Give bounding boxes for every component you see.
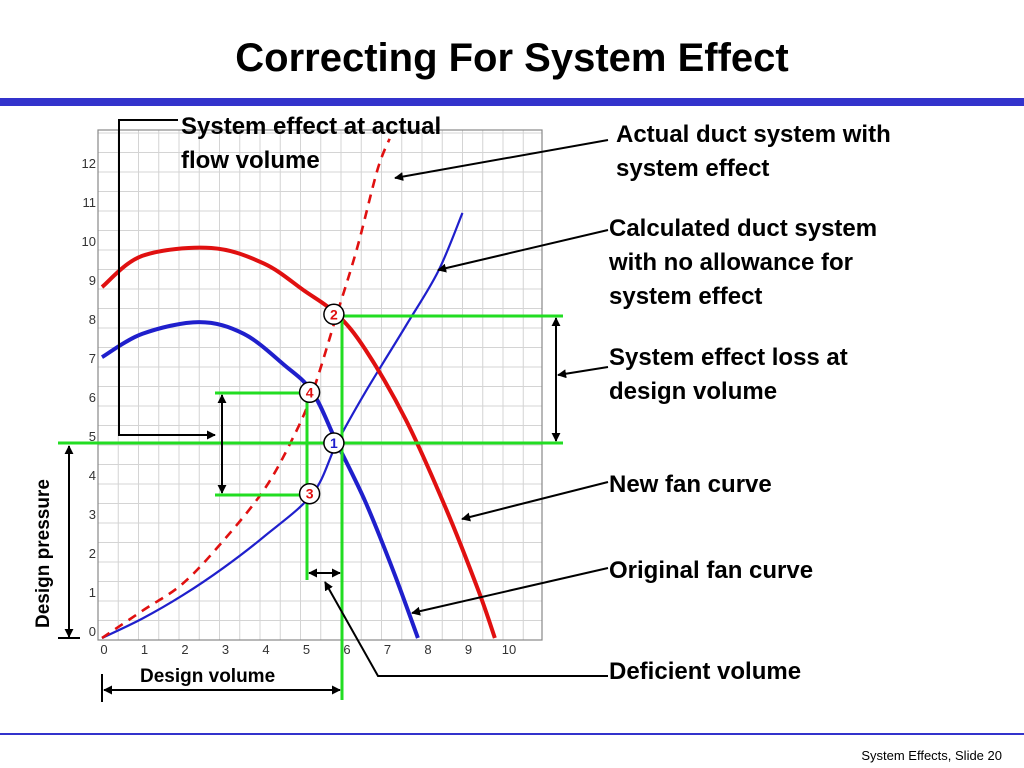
- deficient-volume-arrow: [324, 581, 608, 677]
- label-actual-duct: Actual duct system with system effect: [616, 121, 891, 182]
- point-marker-1: [323, 432, 345, 454]
- point-label-4: 4: [306, 384, 314, 400]
- y-tick-label: 11: [83, 195, 97, 210]
- x-tick-label: 4: [262, 642, 269, 657]
- new-fan-arrow: [461, 481, 609, 522]
- x-tick-label: 2: [181, 642, 188, 657]
- guide-lines: [58, 314, 563, 700]
- y-tick-label: 4: [89, 468, 96, 483]
- chart-grid: [97, 129, 543, 641]
- title-rule: [0, 98, 1024, 106]
- curves: [100, 138, 497, 640]
- point-label-2: 2: [330, 306, 338, 322]
- actual-duct-curve: [101, 138, 391, 640]
- label-new-fan-curve: New fan curve: [609, 471, 772, 498]
- original-fan-arrow: [411, 567, 609, 616]
- x-tick-label: 3: [222, 642, 229, 657]
- label-original-fan-curve: Original fan curve: [609, 557, 814, 584]
- original-fan-curve: [100, 320, 420, 639]
- y-tick-label: 7: [89, 351, 96, 366]
- y-tick-label: 1: [89, 585, 96, 600]
- plot-frame: [97, 129, 543, 641]
- label-design-volume: Design volume: [140, 666, 276, 687]
- footer-rule: [0, 733, 1024, 735]
- point-marker-3: [298, 482, 321, 505]
- y-tick-label: 3: [89, 507, 96, 522]
- x-tick-label: 0: [100, 642, 107, 657]
- point-markers: 1 2 3 4: [298, 303, 345, 505]
- point-label-1: 1: [330, 435, 338, 451]
- y-tick-label: 9: [89, 273, 96, 288]
- calculated-duct-arrow: [437, 229, 609, 273]
- y-tick-label: 8: [89, 312, 96, 327]
- point-marker-4: [298, 381, 321, 404]
- x-tick-label: 6: [343, 642, 350, 657]
- x-tick-label: 5: [303, 642, 310, 657]
- x-tick-label: 7: [384, 642, 391, 657]
- y-tick-label: 0: [89, 624, 96, 639]
- y-tick-label: 2: [89, 546, 96, 561]
- system-effect-loss-arrow: [557, 366, 609, 379]
- x-tick-label: 1: [141, 642, 148, 657]
- slide-footer: System Effects, Slide 20: [861, 748, 1002, 763]
- x-tick-label: 10: [502, 642, 516, 657]
- y-tick-label: 10: [82, 234, 96, 249]
- label-calculated-duct: Calculated duct system with no allowance…: [609, 215, 878, 310]
- label-system-effect-actual: System effect at actual flow volume: [181, 113, 442, 174]
- system-effect-actual-arrow: [118, 119, 216, 440]
- x-tick-label: 8: [424, 642, 431, 657]
- label-design-pressure: Design pressure: [33, 479, 54, 628]
- x-tick-label: 9: [465, 642, 472, 657]
- slide-title: Correcting For System Effect: [235, 36, 789, 80]
- point-marker-2: [323, 303, 345, 326]
- point-label-3: 3: [306, 486, 314, 502]
- actual-duct-arrow: [394, 139, 609, 182]
- y-tick-label: 12: [82, 156, 96, 171]
- annotation-arrows: [58, 119, 609, 702]
- label-deficient-volume: Deficient volume: [609, 658, 802, 685]
- y-tick-label: 5: [89, 429, 96, 444]
- y-tick-label: 6: [89, 390, 96, 405]
- label-system-effect-loss: System effect loss at design volume: [609, 344, 848, 405]
